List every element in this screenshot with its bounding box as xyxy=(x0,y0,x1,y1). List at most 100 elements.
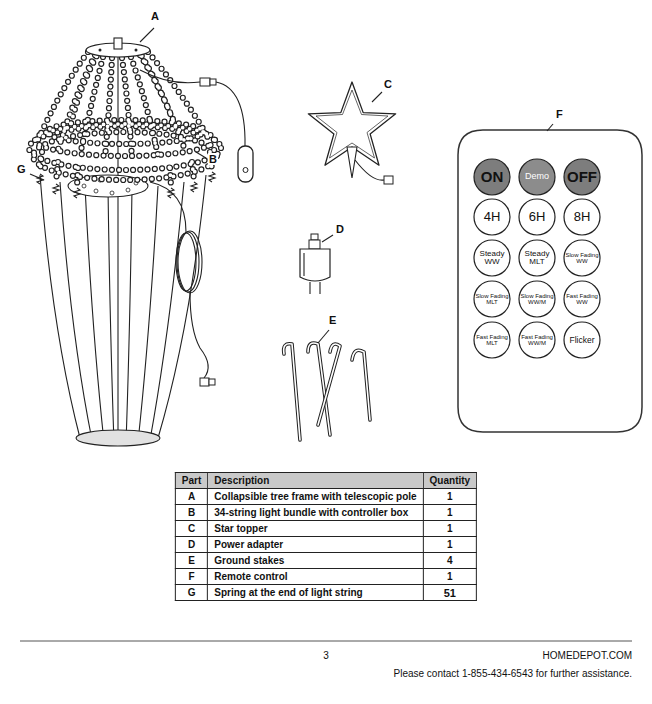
button-face: Steady MLT xyxy=(518,239,556,277)
button-circle xyxy=(564,199,600,235)
table-cell: 51 xyxy=(423,585,477,601)
top-disk xyxy=(135,49,138,52)
tree-frame xyxy=(40,45,206,446)
table-cell: 1 xyxy=(423,569,477,585)
tree-frame xyxy=(85,186,104,442)
button-label: Fast Fading WW xyxy=(565,293,599,306)
tree-frame xyxy=(126,188,132,443)
table-cell: Power adapter xyxy=(208,537,423,553)
leader-lines xyxy=(318,330,329,343)
button-circle xyxy=(519,159,555,195)
button-circle xyxy=(564,159,600,195)
top-disk xyxy=(114,38,122,49)
tree-frame xyxy=(76,430,160,446)
button-face: Slow Fading MLT xyxy=(473,280,511,318)
parts-table: PartDescriptionQuantityACollapsible tree… xyxy=(175,472,477,601)
ground-stakes xyxy=(284,344,300,440)
button-face: ON xyxy=(473,158,511,196)
callout-letter: E xyxy=(328,314,337,326)
tree-frame xyxy=(158,175,206,438)
table-row: FRemote control1 xyxy=(175,569,476,585)
callout-letter: F xyxy=(555,108,564,120)
button-face: 6H xyxy=(518,198,556,236)
controller-cable xyxy=(243,168,248,173)
controller-cable xyxy=(238,146,253,182)
button-face: 4H xyxy=(473,198,511,236)
tree-frame xyxy=(126,188,130,192)
table-cell: 1 xyxy=(423,521,477,537)
callout-letter: C xyxy=(383,78,393,90)
power-adapter xyxy=(303,253,304,276)
table-cell: 4 xyxy=(423,553,477,569)
leader-lines xyxy=(30,28,553,343)
footer-rule xyxy=(20,641,632,642)
star-topper xyxy=(308,82,395,184)
button-circle xyxy=(564,281,600,317)
power-adapter xyxy=(309,282,310,294)
table-row: PartDescriptionQuantity xyxy=(175,473,476,489)
controller-cable xyxy=(178,231,202,293)
tree-frame xyxy=(82,184,86,188)
controller-cable xyxy=(140,70,253,386)
button-label: Fast Fading WW/M xyxy=(520,334,554,347)
table-row: GSpring at the end of light string51 xyxy=(175,585,476,601)
table-cell: Remote control xyxy=(208,569,423,585)
button-circle xyxy=(519,322,555,358)
remote-button: Fast Fading WW/M xyxy=(518,321,556,359)
controller-cable xyxy=(200,78,210,86)
table-cell: 1 xyxy=(423,537,477,553)
power-adapter xyxy=(300,249,330,281)
button-label: Slow Fading MLT xyxy=(475,293,509,306)
star-topper xyxy=(355,160,384,180)
power-adapter xyxy=(300,234,330,294)
button-circle xyxy=(564,240,600,276)
button-label: ON xyxy=(474,169,510,185)
table-cell: Ground stakes xyxy=(208,553,423,569)
button-face: Steady WW xyxy=(473,239,511,277)
remote-button: ON xyxy=(473,158,511,196)
remote-button: Fast Fading MLT xyxy=(473,321,511,359)
remote-button: 6H xyxy=(518,198,556,236)
tree-frame xyxy=(110,191,114,195)
remote-button: Slow Fading WW xyxy=(563,239,601,277)
controller-cable xyxy=(200,378,209,386)
button-circle xyxy=(474,281,510,317)
table-cell: F xyxy=(175,569,207,585)
button-face: Slow Fading WW xyxy=(563,239,601,277)
table-cell: Spring at the end of light string xyxy=(208,585,423,601)
button-face: Slow Fading WW/M xyxy=(518,280,556,318)
website: HOMEDEPOT.COM xyxy=(543,650,632,661)
tree-frame xyxy=(117,45,118,440)
button-label: Fast Fading MLT xyxy=(475,334,509,347)
remote-button: Flicker xyxy=(563,321,601,359)
button-label: Steady MLT xyxy=(522,250,552,267)
leader-lines xyxy=(372,92,382,102)
table-row: ACollapsible tree frame with telescopic … xyxy=(175,489,476,505)
string-springs xyxy=(74,188,80,198)
remote-body xyxy=(458,130,642,432)
ground-stakes xyxy=(318,344,340,425)
button-circle xyxy=(564,322,600,358)
button-face: OFF xyxy=(563,158,601,196)
table-cell: Collapsible tree frame with telescopic p… xyxy=(208,489,423,505)
button-circle xyxy=(519,199,555,235)
button-face: Fast Fading WW xyxy=(563,280,601,318)
controller-cable xyxy=(209,379,215,385)
power-adapter xyxy=(319,282,320,294)
tree-frame xyxy=(138,186,158,442)
power-adapter xyxy=(309,240,320,249)
controller-cable xyxy=(190,292,208,378)
controller-cable xyxy=(210,79,216,85)
button-face: 8H xyxy=(563,198,601,236)
top-disk xyxy=(99,49,102,52)
leader-lines xyxy=(30,174,44,180)
button-circle xyxy=(474,322,510,358)
star-topper xyxy=(347,147,357,178)
callout-letter: B xyxy=(208,153,218,165)
button-label: 4H xyxy=(475,210,509,224)
button-label: Flicker xyxy=(565,336,599,345)
remote-button: 8H xyxy=(563,198,601,236)
remote-button: Slow Fading WW/M xyxy=(518,280,556,318)
table-cell: Star topper xyxy=(208,521,423,537)
button-label: Slow Fading WW xyxy=(565,252,599,265)
